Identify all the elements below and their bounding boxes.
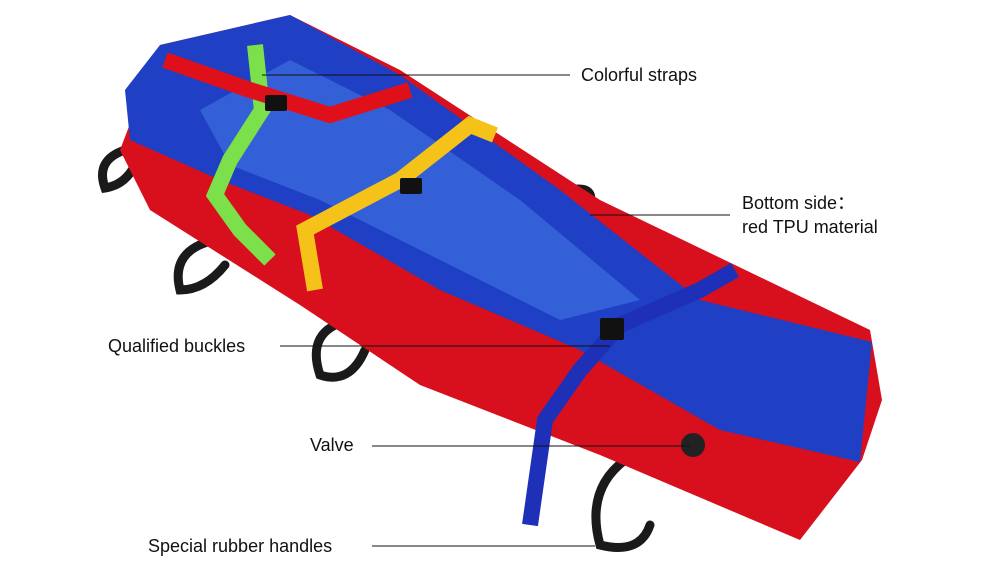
valve bbox=[681, 433, 705, 457]
handle bbox=[98, 145, 140, 194]
leader-lines bbox=[262, 74, 730, 547]
handle bbox=[591, 455, 655, 552]
buckle bbox=[600, 318, 624, 340]
red-strap bbox=[162, 52, 413, 124]
buckle bbox=[400, 178, 422, 194]
label-valve: Valve bbox=[310, 435, 354, 455]
blue-strap bbox=[522, 263, 739, 527]
label-bottom-side: Bottom side： bbox=[742, 193, 856, 213]
buckles bbox=[265, 95, 624, 340]
handle bbox=[173, 235, 230, 295]
label-colorful-straps: Colorful straps bbox=[581, 65, 698, 85]
handle bbox=[311, 315, 370, 382]
label-bottom-side-material: red TPU material bbox=[742, 217, 878, 237]
label-special-rubber-handles: Special rubber handles bbox=[148, 536, 333, 556]
label-qualified-buckles: Qualified buckles bbox=[108, 336, 246, 356]
buckle bbox=[265, 95, 287, 111]
